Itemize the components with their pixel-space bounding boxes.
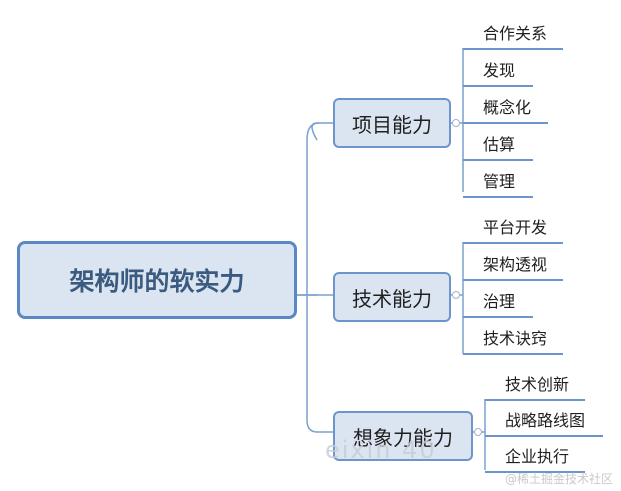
leaf-node[interactable]: 估算 [463,131,533,161]
collapse-toggle-icon[interactable] [452,291,460,299]
watermark-text: eixin 40 [325,436,437,464]
leaf-label: 平台开发 [483,218,548,237]
leaf-label: 合作关系 [483,24,548,43]
leaf-node[interactable]: 合作关系 [463,20,563,50]
branch-node-tech[interactable]: 技术能力 [333,272,451,322]
collapse-toggle-icon[interactable] [474,428,482,436]
watermark-source: @稀土掘金技术社区 [504,472,613,486]
leaf-label: 战略路线图 [505,411,586,430]
leaf-node[interactable]: 战略路线图 [485,407,603,437]
leaf-label: 技术诀窍 [483,329,548,348]
root-label: 架构师的软实力 [69,267,245,296]
leaf-label: 企业执行 [505,447,570,466]
leaf-node[interactable]: 技术诀窍 [463,325,563,355]
leaf-label: 技术创新 [505,375,570,394]
leaf-node[interactable]: 企业执行 [485,443,585,473]
leaf-label: 架构透视 [483,255,548,274]
leaf-node[interactable]: 发现 [463,57,533,87]
leaf-label: 治理 [483,292,516,311]
branch-label: 项目能力 [352,112,432,137]
leaf-label: 管理 [483,172,516,191]
leaf-label: 发现 [483,61,516,80]
leaf-label: 估算 [483,135,516,154]
branch-label: 想象力能力 [353,425,453,450]
leaf-node[interactable]: 平台开发 [463,214,563,244]
leaf-node[interactable]: 技术创新 [485,371,585,401]
leaf-node[interactable]: 治理 [463,288,533,318]
leaf-node[interactable]: 概念化 [463,94,548,124]
branch-node-project[interactable]: 项目能力 [333,98,451,148]
collapse-toggle-icon[interactable] [452,119,460,127]
branch-label: 技术能力 [352,286,432,311]
branch-node-imagination[interactable]: 想象力能力 [333,411,473,461]
leaf-node[interactable]: 管理 [463,168,533,198]
leaf-label: 概念化 [483,98,532,117]
root-node[interactable]: 架构师的软实力 [17,241,297,319]
leaf-node[interactable]: 架构透视 [463,251,563,281]
